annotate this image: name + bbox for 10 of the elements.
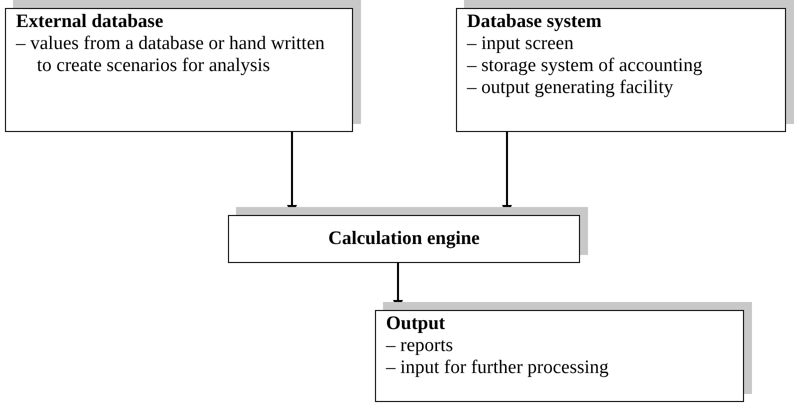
list-item: – values from a database or hand written to create scenarios for analysis bbox=[16, 33, 326, 77]
list-item: – output generating facility bbox=[467, 77, 674, 99]
box-heading: Output bbox=[386, 313, 446, 335]
list-item: – input for further processing bbox=[386, 357, 610, 379]
list-item: – storage system of accounting bbox=[467, 55, 704, 77]
box-heading: External database bbox=[16, 11, 164, 33]
box-heading: Database system bbox=[467, 11, 603, 33]
box-heading: Calculation engine bbox=[328, 228, 480, 250]
list-item: – input screen bbox=[467, 33, 575, 55]
list-item: – reports bbox=[386, 335, 454, 357]
